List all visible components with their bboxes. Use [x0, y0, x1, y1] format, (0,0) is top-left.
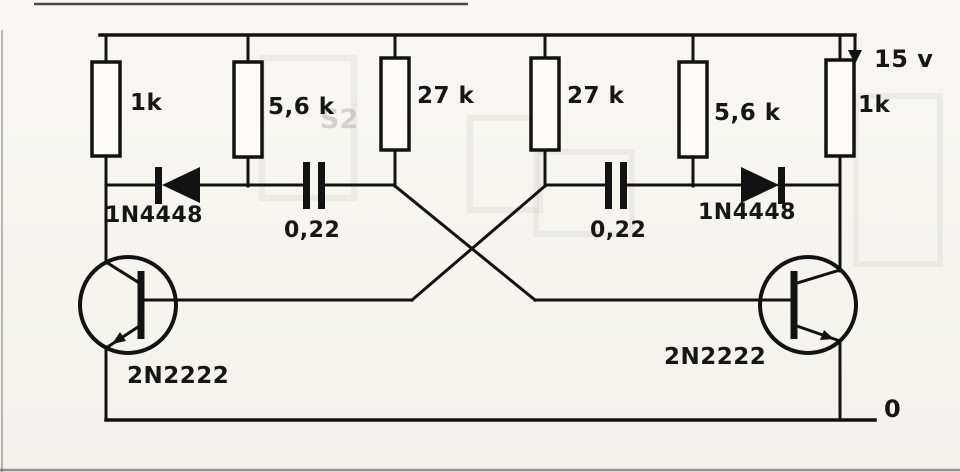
ground-label: 0 — [884, 395, 901, 423]
cross-coupling-wire — [409, 183, 548, 303]
capacitor-plate — [303, 162, 310, 209]
ground-rail: 0 — [104, 395, 901, 423]
coupling-wires — [104, 183, 842, 422]
diode-cathode-bar — [155, 167, 162, 204]
transistor-collector-lead — [792, 268, 842, 286]
supply-voltage-label: 15 v — [874, 45, 933, 73]
transistor-circle — [78, 255, 178, 355]
resistor-value: 1k — [130, 90, 163, 116]
capacitor-plate — [620, 162, 627, 209]
transistor-emitter-lead — [103, 322, 144, 351]
resistor-r2: 5,6 k — [232, 33, 335, 188]
transistor-q1: 2N2222 — [78, 255, 229, 389]
resistor-r6: 1k — [824, 33, 891, 188]
transistor-label: 2N2222 — [664, 344, 766, 370]
transistor-label: 2N2222 — [127, 363, 229, 389]
power-rail-15v: 15 v — [98, 33, 933, 73]
scan-ghost-box — [467, 115, 543, 213]
resistor-r5: 5,6 k — [677, 33, 781, 188]
diode-cathode-bar — [778, 167, 785, 204]
resistor-body — [90, 60, 122, 158]
resistor-value: 5,6 k — [714, 100, 781, 126]
emitter-arrow-icon — [820, 330, 834, 340]
supply-arrow-icon — [848, 50, 862, 64]
resistor-r4: 27 k — [529, 33, 625, 188]
resistor-value: 27 k — [417, 83, 475, 109]
resistor-body — [677, 60, 709, 159]
diode-label: 1N4448 — [105, 203, 203, 228]
capacitor-value: 0,22 — [590, 218, 646, 243]
resistor-body — [232, 60, 264, 159]
transistor-circle — [758, 255, 858, 355]
scan-ghost-box — [853, 93, 943, 267]
resistor-r1: 1k — [90, 33, 163, 188]
diode-triangle-icon — [162, 167, 200, 203]
diode-d2: 1N4448 — [698, 167, 796, 225]
cross-coupling-wire — [392, 183, 538, 303]
transistor-q2: 2N2222 — [664, 255, 858, 370]
diode-d1: 1N4448 — [105, 167, 203, 228]
ghost-text: S2 — [320, 104, 358, 135]
capacitor-plate — [318, 162, 325, 209]
transistor-collector-lead — [103, 259, 144, 287]
capacitor-c2: 0,22 — [590, 162, 646, 243]
capacitor-value: 0,22 — [284, 218, 340, 243]
diode-label: 1N4448 — [698, 200, 796, 225]
resistor-body — [529, 56, 561, 152]
resistor-value: 5,6 k — [268, 94, 335, 120]
resistor-value: 1k — [858, 92, 891, 118]
capacitor-c1: 0,22 — [284, 162, 340, 243]
resistor-body — [379, 56, 411, 152]
resistor-body — [824, 58, 856, 158]
diode-triangle-icon — [741, 167, 779, 203]
emitter-arrow-icon — [112, 332, 126, 344]
resistor-value: 27 k — [567, 83, 625, 109]
resistor-r3: 27 k — [379, 33, 475, 188]
capacitor-plate — [605, 162, 612, 209]
